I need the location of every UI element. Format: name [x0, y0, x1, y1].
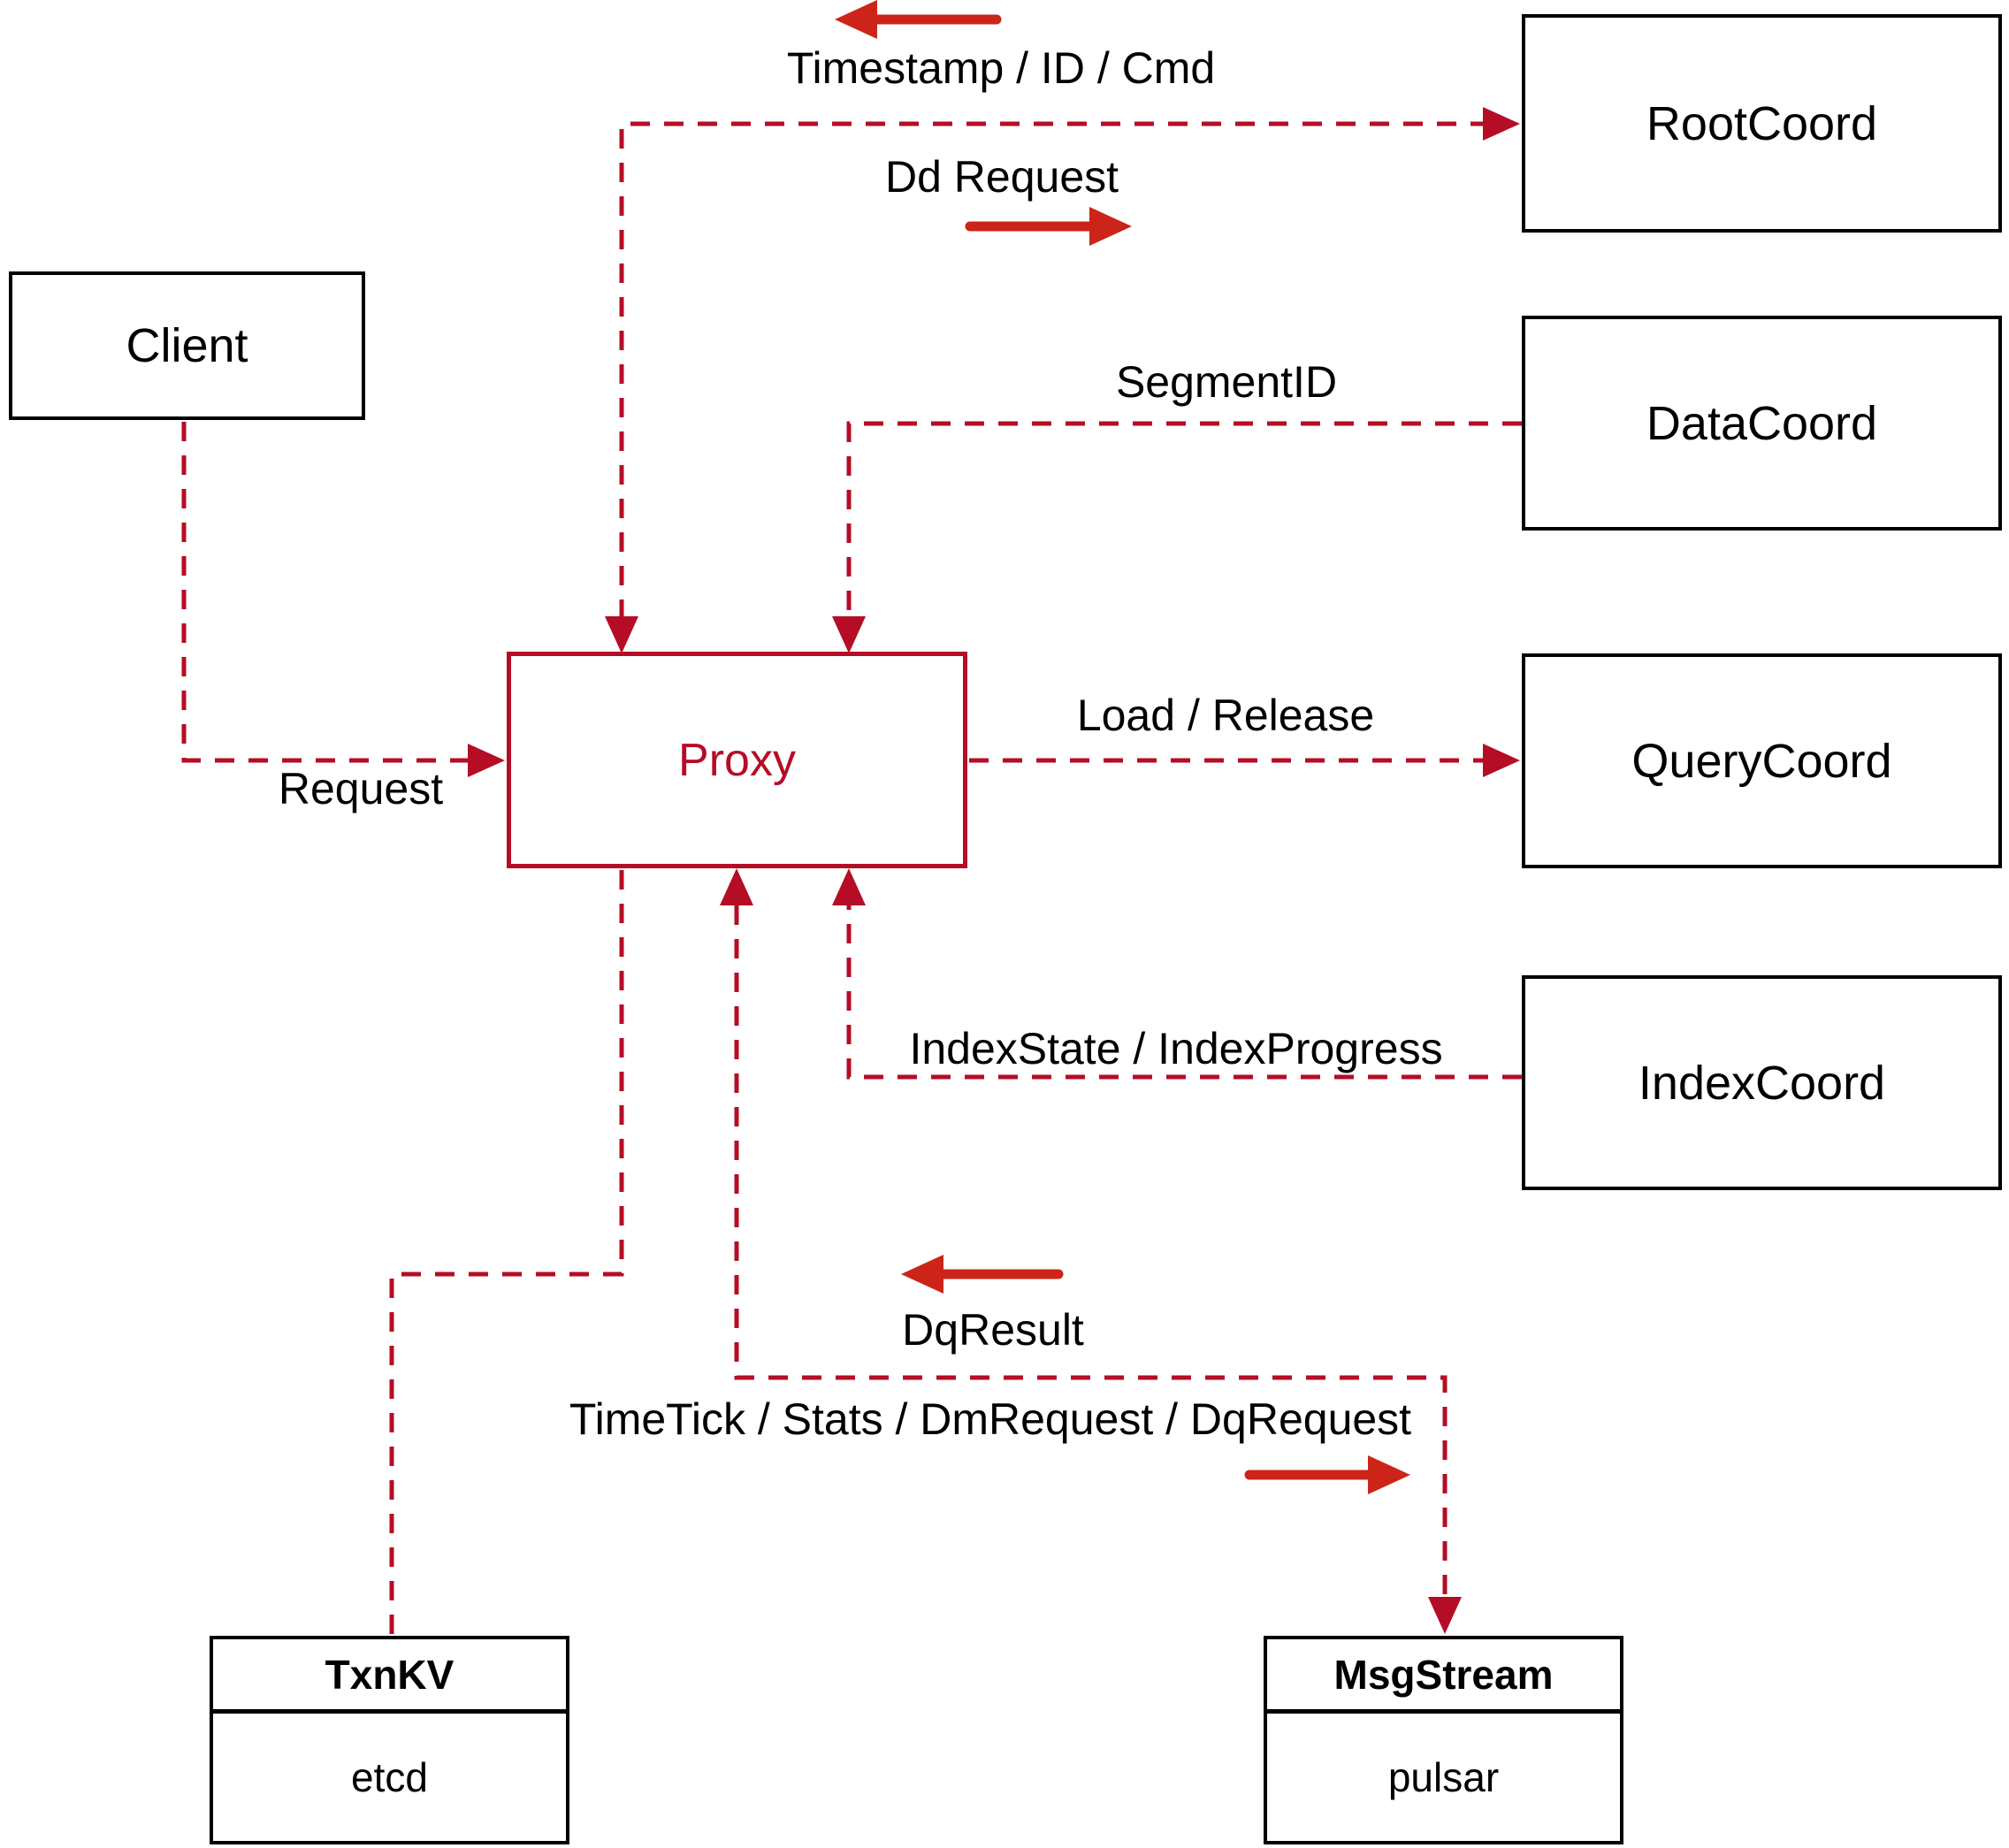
arrowhead-down-icon [1428, 1597, 1462, 1634]
msgstream-title: MsgStream [1267, 1639, 1620, 1714]
arrowhead-down-icon [605, 616, 638, 653]
msgstream-subtitle: pulsar [1387, 1754, 1500, 1800]
edge-proxy-txnkv [389, 870, 624, 1634]
arrowhead-right-icon [1483, 744, 1520, 777]
dq-result-label: DqResult [902, 1305, 1084, 1355]
arrowhead-up-icon [720, 868, 753, 905]
arrowhead-right-icon [468, 744, 505, 777]
indexcoord-label: IndexCoord [1638, 1056, 1886, 1110]
flow-arrow-right-icon [965, 207, 1132, 246]
txnkv-subtitle: etcd [351, 1754, 428, 1800]
edge-proxy-msgstream [734, 905, 1448, 1595]
datacoord-label: DataCoord [1646, 396, 1878, 450]
request-label: Request [278, 764, 444, 813]
proxy-node: Proxy [507, 652, 967, 868]
arrowhead-down-icon [832, 616, 866, 653]
rootcoord-label: RootCoord [1646, 96, 1878, 150]
querycoord-label: QueryCoord [1631, 734, 1892, 788]
timestamp-id-cmd-label: Timestamp / ID / Cmd [786, 43, 1216, 93]
client-label: Client [126, 319, 248, 372]
txnkv-node: TxnKV etcd [210, 1636, 569, 1844]
arrowhead-up-icon [832, 868, 866, 905]
proxy-label: Proxy [678, 734, 796, 786]
client-node: Client [9, 271, 365, 420]
arrowhead-right-icon [1483, 107, 1520, 141]
edge-datacoord-proxy [846, 421, 1522, 616]
load-release-label: Load / Release [1076, 691, 1375, 740]
datacoord-node: DataCoord [1522, 316, 2002, 531]
index-state-progress-label: IndexState / IndexProgress [909, 1024, 1443, 1073]
edge-client-proxy [181, 422, 468, 763]
rootcoord-node: RootCoord [1522, 14, 2002, 233]
dd-request-label: Dd Request [884, 152, 1119, 202]
flow-arrow-left-icon [901, 1255, 1064, 1294]
querycoord-node: QueryCoord [1522, 653, 2002, 868]
edge-indexcoord-proxy [846, 905, 1522, 1080]
flow-arrow-right-icon [1244, 1455, 1410, 1494]
msgstream-node: MsgStream pulsar [1264, 1636, 1623, 1844]
flow-arrow-left-icon [835, 0, 1002, 39]
segment-id-label: SegmentID [1115, 357, 1338, 407]
indexcoord-node: IndexCoord [1522, 975, 2002, 1190]
time-tick-stats-label: TimeTick / Stats / DmRequest / DqRequest [569, 1394, 1412, 1444]
txnkv-title: TxnKV [213, 1639, 566, 1714]
